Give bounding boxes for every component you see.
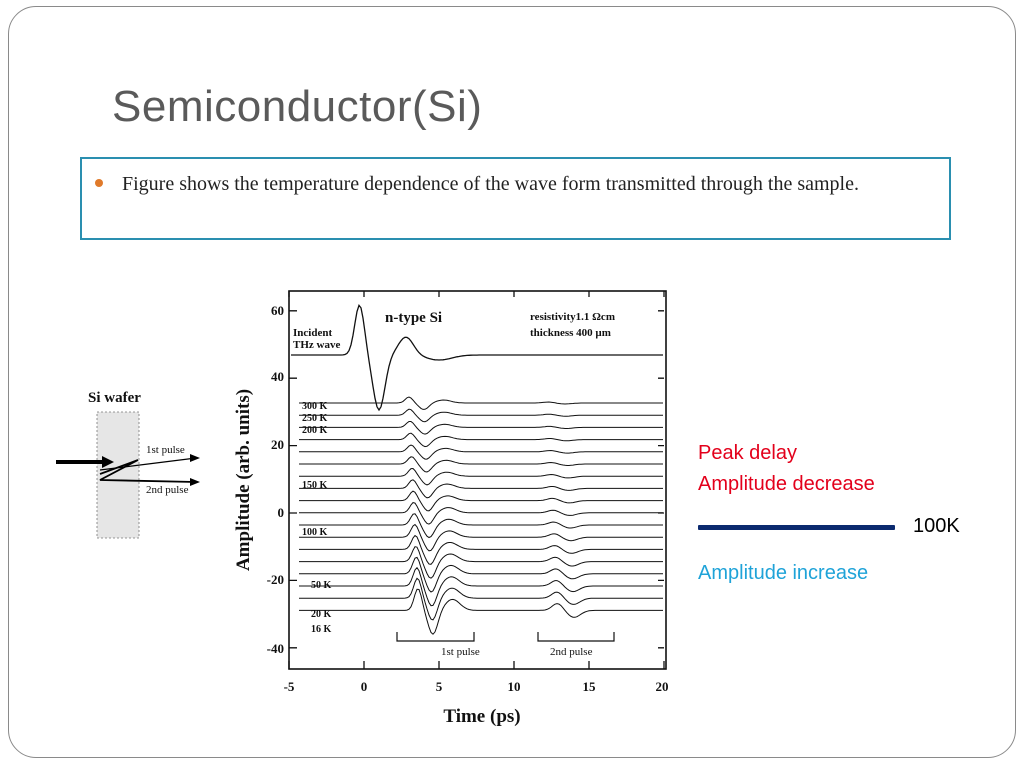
axis-ticks (288, 291, 665, 669)
peak-delay-note: Peak delay (698, 442, 797, 464)
temp-label-16k: 16 K (311, 624, 332, 635)
temp-label-250k: 250 K (302, 413, 328, 424)
temp-label-20k: 20 K (311, 609, 332, 620)
x-axis-label: Time (ps) (443, 706, 520, 727)
x-tick-0: 0 (361, 679, 368, 694)
x-tick-20: 20 (656, 679, 669, 694)
pulse2-label: 2nd pulse (146, 484, 189, 496)
transmitted-trace (299, 490, 663, 512)
pulse-arrow-2 (99, 459, 197, 483)
legend-line (698, 525, 895, 530)
transmitted-trace (299, 534, 663, 565)
temp-label-200k: 200 K (302, 425, 328, 436)
x-tick-10: 10 (508, 679, 521, 694)
transmitted-trace (299, 421, 663, 435)
y-tick-0: 0 (278, 505, 285, 520)
y-tick-40: 40 (271, 369, 284, 384)
si-wafer-label: Si wafer (88, 390, 141, 406)
temp-label-100k: 100 K (302, 527, 328, 538)
pulse1-label: 1st pulse (146, 444, 185, 456)
temp-label-300k: 300 K (302, 401, 328, 412)
si-wafer-slab (96, 411, 140, 539)
slide-frame (8, 6, 1016, 758)
transmitted-trace (299, 467, 663, 486)
transmitted-trace (299, 479, 663, 499)
waveform-traces (291, 304, 663, 635)
transmitted-trace (299, 396, 663, 410)
si-wafer-schematic: Si wafer 1st pulse 2nd pulse (56, 390, 200, 539)
transmitted-trace (299, 513, 663, 539)
y-tick-m40: -40 (267, 641, 284, 656)
x-tick-m5: -5 (284, 679, 295, 694)
transmitted-trace (299, 546, 663, 579)
transmitted-trace (299, 502, 663, 525)
incident-label-1: Incident (293, 327, 332, 339)
resistivity-label: resistivity1.1 Ωcm (530, 311, 615, 323)
bracket-2nd-label: 2nd pulse (550, 646, 593, 658)
slide-title: Semiconductor(Si) (112, 82, 483, 131)
y-tick-20: 20 (271, 437, 284, 452)
transmitted-trace (299, 523, 663, 552)
material-label: n-type Si (385, 310, 442, 326)
x-tick-15: 15 (583, 679, 597, 694)
plot-frame (288, 290, 667, 670)
transmitted-trace (299, 556, 663, 593)
transmitted-trace (299, 577, 663, 621)
transmitted-trace (299, 588, 663, 635)
y-tick-60: 60 (271, 303, 284, 318)
transmitted-trace (299, 432, 663, 448)
y-tick-m20: -20 (267, 572, 284, 587)
transmitted-trace (299, 566, 663, 607)
amplitude-decrease-note: Amplitude decrease (698, 473, 875, 495)
transmitted-trace (299, 456, 663, 473)
bracket-1st-label: 1st pulse (441, 646, 480, 658)
bracket-2nd-pulse (537, 632, 615, 642)
transmitted-trace (299, 444, 663, 460)
x-tick-5: 5 (436, 679, 443, 694)
incident-label-2: THz wave (293, 339, 340, 351)
y-axis-label: Amplitude (arb. units) (233, 389, 254, 571)
temp-label-50k: 50 K (311, 580, 332, 591)
bullet-box: Figure shows the temperature dependence … (80, 157, 951, 240)
temp-label-150k: 150 K (302, 480, 328, 491)
thickness-label: thickness 400 µm (530, 327, 611, 339)
axis-tick-marks (288, 291, 665, 669)
legend-temp-label: 100K (913, 515, 960, 537)
amplitude-increase-note: Amplitude increase (698, 562, 869, 584)
transmitted-trace (299, 408, 663, 423)
incident-trace (291, 304, 663, 412)
bullet-text: Figure shows the temperature dependence … (122, 173, 859, 195)
bracket-1st-pulse (396, 632, 475, 642)
bullet-icon (95, 179, 103, 187)
